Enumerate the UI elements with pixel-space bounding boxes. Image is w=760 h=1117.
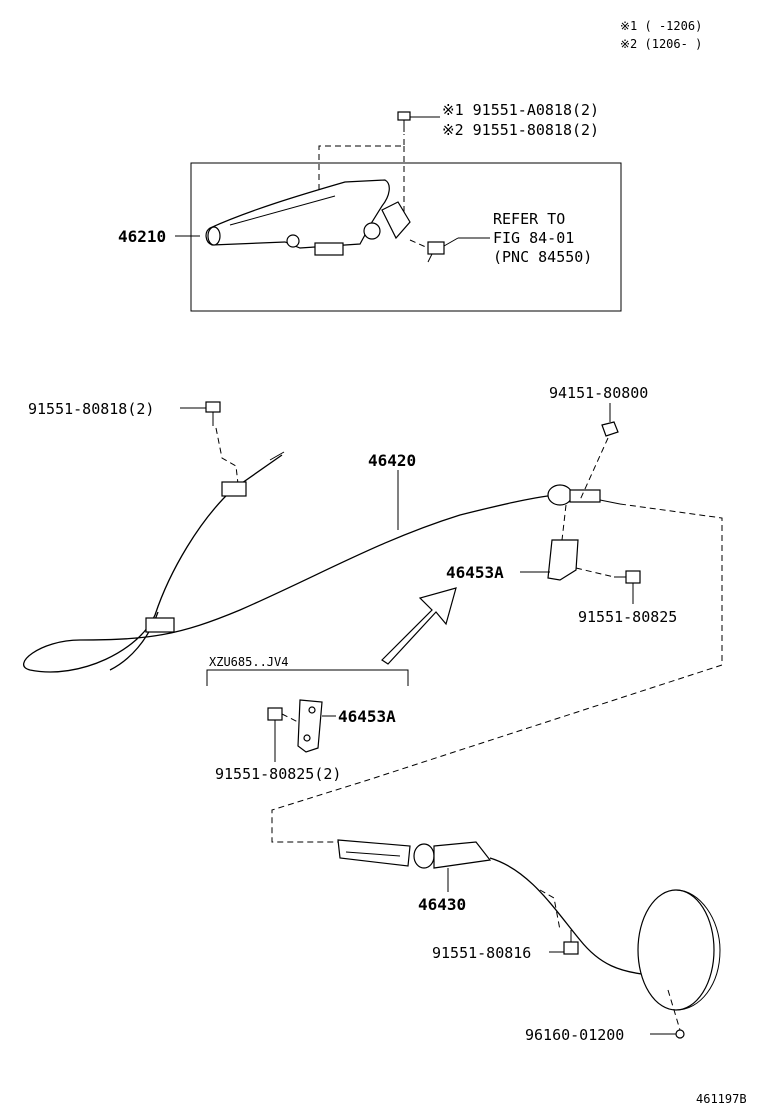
top-bolt-label-1: ※1 91551-A0818(2) (442, 101, 599, 119)
refer-line-1: REFER TO (493, 210, 565, 228)
variant-bolt-label: 91551-80825(2) (215, 765, 341, 783)
link-dash (271, 503, 723, 843)
figure-id: 461197B (696, 1092, 747, 1106)
variant-bracket-icon (267, 699, 323, 753)
rear-cable (489, 857, 651, 976)
front-cable-number: 46420 (368, 451, 416, 470)
right-nut-icon (601, 421, 619, 437)
clip-icon (675, 1029, 685, 1039)
brake-drum-icon (637, 889, 721, 1011)
cable-clamp-icon (145, 451, 285, 633)
note-2: ※2 (1206- ) (620, 37, 702, 51)
right-nut-dash (579, 437, 609, 501)
left-bolt-label: 91551-80818(2) (28, 400, 154, 418)
brake-switch-icon (427, 237, 459, 263)
equalizer-icon (547, 484, 621, 506)
rear-bolt-label: 91551-80816 (432, 944, 531, 962)
switch-dash (409, 239, 429, 249)
variant-box (206, 669, 409, 686)
rear-bolt-dash (539, 889, 561, 931)
clip-label: 96160-01200 (525, 1026, 624, 1044)
direction-arrow-icon (381, 587, 457, 665)
variant-bracket-number: 46453A (338, 707, 396, 726)
rear-cable-number: 46430 (418, 895, 466, 914)
right-nut-label: 94151-80800 (549, 384, 648, 402)
left-bolt-dash (215, 427, 239, 485)
clip-dash (667, 989, 681, 1031)
bracket-bolt-icon (614, 570, 641, 584)
parking-brake-lever-icon (205, 179, 411, 256)
refer-line-2: FIG 84-01 (493, 229, 574, 247)
top-bolt-icon (397, 111, 411, 132)
lever-part-number: 46210 (118, 227, 166, 246)
left-bolt-icon (205, 401, 221, 426)
rear-cable-head-icon (337, 839, 492, 869)
bracket-bolt-dash (575, 567, 615, 578)
front-cable (23, 454, 556, 673)
variant-bracket-dash (281, 713, 299, 723)
lever-group-box (190, 162, 622, 312)
note-1: ※1 ( -1206) (620, 19, 702, 33)
refer-line-3: (PNC 84550) (493, 248, 592, 266)
top-bolt-dash-1 (318, 134, 405, 190)
rear-bolt-icon (563, 930, 579, 955)
bracket-a-dash (561, 504, 567, 541)
bracket-a-icon (547, 539, 579, 581)
bracket-a-number: 46453A (446, 563, 504, 582)
bracket-bolt-label: 91551-80825 (578, 608, 677, 626)
variant-label: XZU685..JV4 (209, 655, 288, 669)
top-bolt-label-2: ※2 91551-80818(2) (442, 121, 599, 139)
